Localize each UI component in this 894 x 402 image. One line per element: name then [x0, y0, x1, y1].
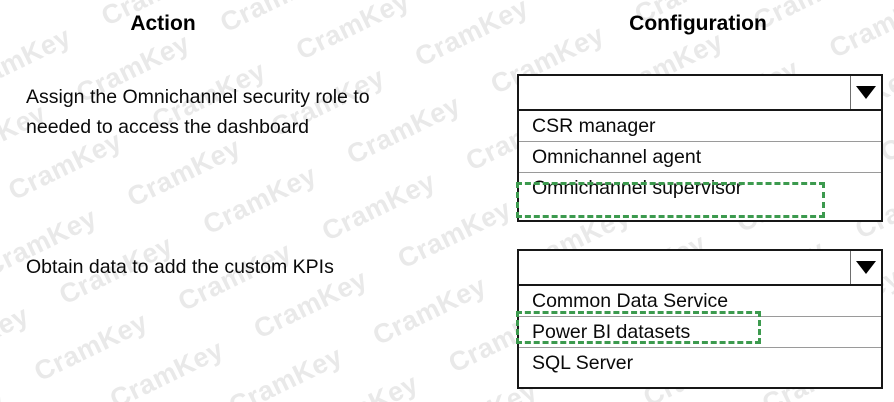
- action-text-row-1: Assign the Omnichannel security role to …: [26, 82, 370, 142]
- dropdown-1-option-omnichannel-supervisor[interactable]: Omnichannel supervisor: [532, 177, 743, 199]
- dropdown-2-option-sql-server[interactable]: SQL Server: [532, 352, 634, 374]
- dropdown-1-selected-field[interactable]: [519, 76, 881, 111]
- action-text-row-1-line-1: Assign the Omnichannel security role to: [26, 86, 370, 108]
- caret-shape: [856, 86, 876, 99]
- chevron-down-icon[interactable]: [850, 251, 881, 284]
- dropdown-1-option-csr-manager[interactable]: CSR manager: [519, 111, 881, 142]
- dropdown-2-option-power-bi-datasets[interactable]: Power BI datasets: [519, 317, 881, 348]
- dropdown-1-option-omnichannel-agent[interactable]: Omnichannel agent: [519, 142, 881, 173]
- dropdown-2-option-list: Common Data Service Power BI datasets SQ…: [519, 286, 881, 379]
- action-text-row-2-line-1: Obtain data to add the custom KPIs: [26, 256, 334, 278]
- column-header-configuration: Configuration: [629, 12, 767, 35]
- dropdown-2-selected-field[interactable]: [519, 251, 881, 286]
- configuration-dropdown-row-1[interactable]: CSR manager Omnichannel agent Omnichanne…: [517, 74, 883, 222]
- configuration-dropdown-row-2[interactable]: Common Data Service Power BI datasets SQ…: [517, 249, 883, 389]
- caret-shape: [856, 261, 876, 274]
- column-header-action: Action: [130, 12, 196, 35]
- action-text-row-2: Obtain data to add the custom KPIs: [26, 252, 334, 282]
- dropdown-2-option-common-data-service[interactable]: Common Data Service: [519, 286, 881, 317]
- action-text-row-1-line-2: needed to access the dashboard: [26, 116, 309, 138]
- chevron-down-icon[interactable]: [850, 76, 881, 109]
- dropdown-1-option-list: CSR manager Omnichannel agent Omnichanne…: [519, 111, 881, 204]
